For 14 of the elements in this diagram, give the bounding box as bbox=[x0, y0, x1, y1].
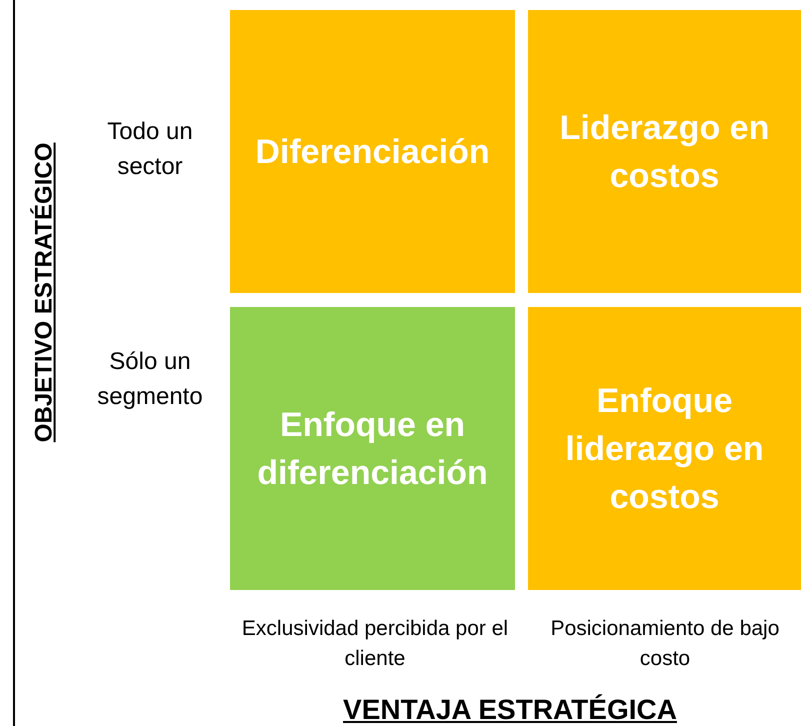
quadrant-box bbox=[230, 307, 515, 590]
column-label: Posicionamiento de bajo costo bbox=[550, 616, 780, 672]
quadrant-title: Enfoque liderazgo en costos bbox=[564, 380, 765, 518]
quadrant-title: Diferenciación bbox=[255, 132, 490, 172]
quadrant-box bbox=[230, 10, 515, 293]
quadrant-box bbox=[528, 10, 801, 293]
row-label: Sólo un segmento bbox=[96, 347, 204, 412]
column-label: Exclusividad percibida por el cliente bbox=[240, 616, 510, 672]
quadrant-title: Enfoque en diferenciación bbox=[256, 404, 489, 494]
axis-title: OBJETIVO ESTRATÉGICO bbox=[29, 142, 59, 444]
quadrant-title: Liderazgo en costos bbox=[558, 108, 770, 196]
quadrant-box bbox=[528, 307, 801, 590]
axis-title: VENTAJA ESTRATÉGICA bbox=[342, 693, 678, 726]
row-label: Todo un sector bbox=[106, 117, 194, 182]
